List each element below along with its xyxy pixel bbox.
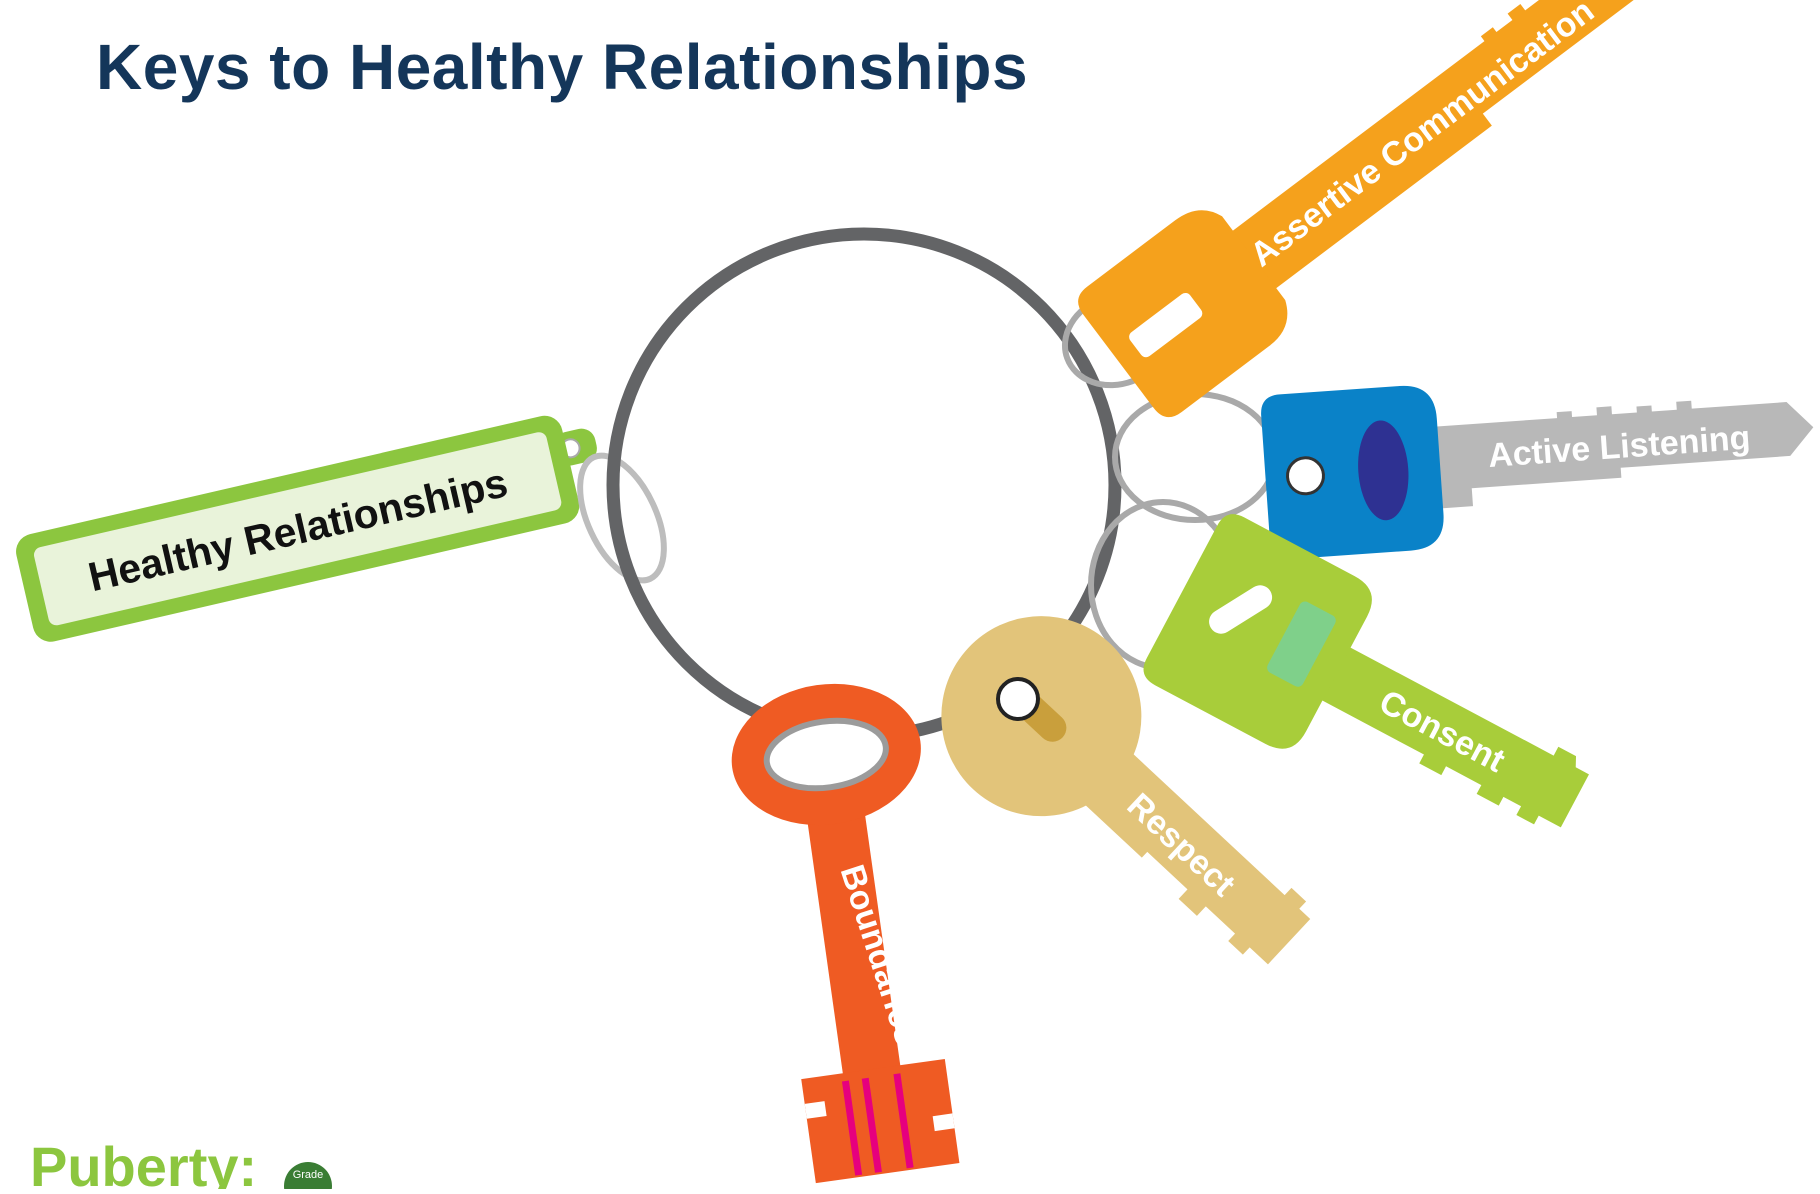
grade-badge-text: Grade [293,1169,324,1181]
key-respect: Respect [941,616,1311,965]
key-active-listening: Active Listening [1261,385,1814,560]
tag-split-ring [577,452,667,584]
puberty-logo-graphic: Puberty: Grade [30,1135,332,1194]
assertive-communication-label: Assertive Communication [1243,0,1601,274]
healthy-relationships-tag: Healthy Relationships [16,415,597,642]
puberty-logo: Puberty: Grade [30,1128,350,1194]
page-title: Keys to Healthy Relationships [96,31,1029,103]
key-assertive-communication: Assertive Communication [1078,0,1653,418]
active-split-ring [1112,391,1278,523]
respect-key-hole [996,677,1040,721]
key-boundaries: Boundaries [731,683,960,1184]
puberty-logo-text: Puberty: [30,1135,257,1189]
